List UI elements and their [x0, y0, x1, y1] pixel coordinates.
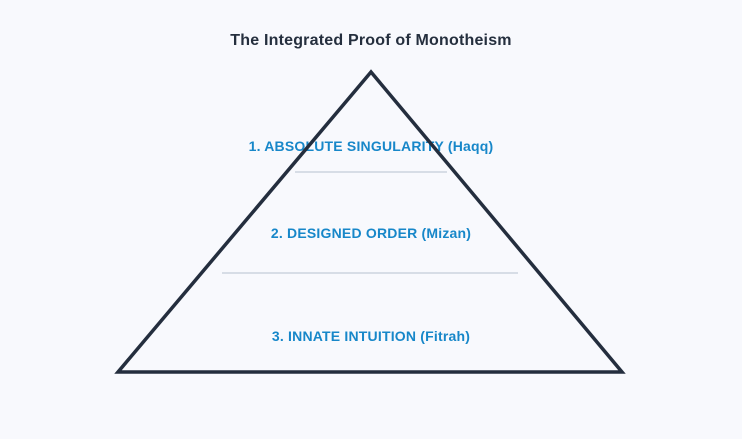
pyramid-level-2-label: 2. DESIGNED ORDER (Mizan)	[270, 225, 472, 241]
level-divider-2	[222, 272, 518, 274]
pyramid-level-1-label: 1. ABSOLUTE SINGULARITY (Haqq)	[248, 138, 494, 154]
pyramid-outline-path	[114, 69, 626, 374]
diagram-title: The Integrated Proof of Monotheism	[230, 32, 512, 49]
level-divider-1	[295, 171, 447, 173]
pyramid-level-3-label: 3. INNATE INTUITION (Fitrah)	[271, 328, 471, 344]
